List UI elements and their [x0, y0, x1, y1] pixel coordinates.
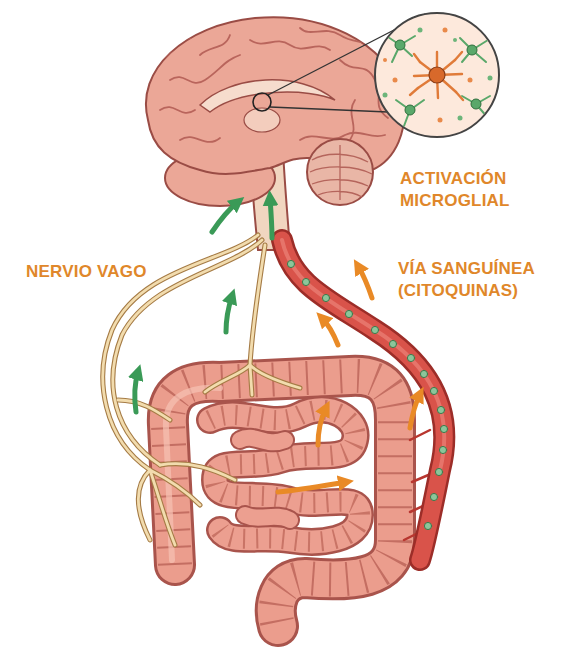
brain-part-part: [350, 100, 355, 140]
blood-vessel-part-part: [424, 522, 431, 529]
blood-vessel-part-part: [407, 354, 414, 361]
vagus-nerve-part-part: [118, 400, 170, 420]
microglia-zoom-part-part-part: [405, 105, 415, 115]
microglia-zoom-part-part: [385, 35, 490, 126]
microglia-zoom-part-part: [429, 67, 445, 83]
microglia-zoom-part-part-part: [410, 52, 463, 100]
microglia-zoom-part: [375, 13, 499, 137]
microglia-zoom-part-part: [383, 28, 473, 123]
vagus-nerve-part-part: [250, 245, 265, 365]
blood-vessel-part-part: [345, 310, 352, 317]
blood-vessel-part-part: [389, 340, 396, 347]
large-intestine-part: [168, 376, 395, 626]
brain-part-part: [250, 40, 330, 50]
microglia-zoom-part: [270, 107, 388, 112]
microglia-zoom: [253, 13, 499, 137]
microglia-zoom-part-part: [383, 28, 493, 121]
small-intestine-part: [210, 410, 360, 542]
signal-arrows-part: [226, 296, 232, 332]
signal-arrows-part: [358, 266, 372, 298]
brain-part-part: [160, 107, 195, 113]
signal-arrows-part: [322, 318, 338, 345]
microglia-zoom-part-part-part: [396, 100, 424, 126]
vagus-nerve-part-part: [138, 464, 235, 545]
signal-arrows: [135, 198, 420, 492]
blood-vessel-part-part: [287, 260, 294, 267]
blood-vessel-part-part: [322, 294, 329, 301]
small-intestine: [210, 410, 360, 542]
brain-part: [160, 28, 388, 142]
microglia-zoom-part-part-part: [453, 38, 457, 42]
brain-part-part: [160, 38, 190, 60]
microglia-zoom-part-part-part: [443, 28, 448, 33]
large-intestine: [166, 376, 395, 626]
microglia-zoom-part-part-part: [418, 28, 423, 33]
blood-vessel-part-part: [420, 370, 427, 377]
vagus-nerve-part-part: [205, 365, 300, 395]
region-label: ACTIVACIÓN MICROGLIAL: [400, 168, 532, 212]
brain-part-part: [200, 35, 230, 55]
microglia-zoom-part-part-part: [393, 78, 398, 83]
small-intestine-part: [210, 410, 360, 542]
small-intestine-part: [240, 438, 290, 520]
vagus-nerve-part-part: [205, 365, 300, 395]
brain-part: [310, 145, 372, 200]
blood-vessel-part-part: [371, 326, 378, 333]
small-intestine-part: [240, 438, 290, 520]
brain-part: [200, 80, 335, 112]
microglia-zoom-part-part-part: [462, 96, 490, 118]
large-intestine-part: [168, 376, 395, 626]
brain-part-part: [180, 137, 220, 142]
region-label: VÍA SANGUÍNEA (CITOQUINAS): [398, 258, 558, 302]
microglia-zoom-part-part-part: [467, 45, 477, 55]
signal-arrows-part: [212, 202, 238, 232]
vagus-nerve: [103, 235, 300, 545]
small-intestine-part: [210, 410, 360, 542]
blood-vessel-part-part: [302, 278, 309, 285]
microglia-zoom-part: [383, 28, 493, 127]
signal-arrows-part: [278, 482, 346, 492]
blood-vessel-part-part: [435, 468, 442, 475]
large-intestine-part: [168, 376, 395, 626]
brain-part-part: [300, 28, 378, 50]
brain: [146, 17, 404, 206]
blood-vessel-part-part: [439, 446, 446, 453]
brain-part-part: [170, 55, 240, 83]
microglia-zoom-part-part-part: [458, 116, 463, 121]
microglia-zoom-part-part-part: [383, 93, 388, 98]
blood-vessel-part-part: [430, 387, 437, 394]
signal-arrows-part: [270, 198, 272, 238]
blood-vessel-part-part: [430, 493, 437, 500]
microglia-zoom-part-part-part: [383, 58, 387, 62]
microglia-zoom-part-part-part: [438, 118, 443, 123]
vagus-nerve-part: [103, 235, 300, 545]
microglia-zoom-part-part-part: [460, 38, 488, 62]
vagus-nerve-part-part: [250, 245, 265, 365]
signal-arrows-part: [318, 408, 326, 445]
microglia-zoom-part-part-part: [468, 78, 473, 83]
vagus-nerve-part-part: [138, 464, 235, 545]
signal-arrows-part: [135, 372, 138, 412]
region-label: NERVIO VAGO: [26, 261, 166, 283]
microglia-zoom-part-part-part: [488, 76, 493, 81]
brain-part: [307, 139, 373, 205]
microglia-zoom-part: [253, 93, 271, 111]
blood-vessel-part-part: [437, 406, 444, 413]
microglia-zoom-part-part-part: [385, 35, 415, 62]
microglia-zoom-part-part: [395, 40, 481, 115]
microglia-zoom-part-part-part: [471, 99, 481, 109]
microglia-zoom-part-part-part: [395, 40, 405, 50]
vagus-nerve-part: [103, 235, 300, 545]
signal-arrows-part: [410, 394, 420, 428]
blood-vessel-part-part: [440, 425, 447, 432]
microglia-zoom-part-part: [410, 52, 463, 100]
vagus-nerve-part-part: [118, 400, 170, 420]
